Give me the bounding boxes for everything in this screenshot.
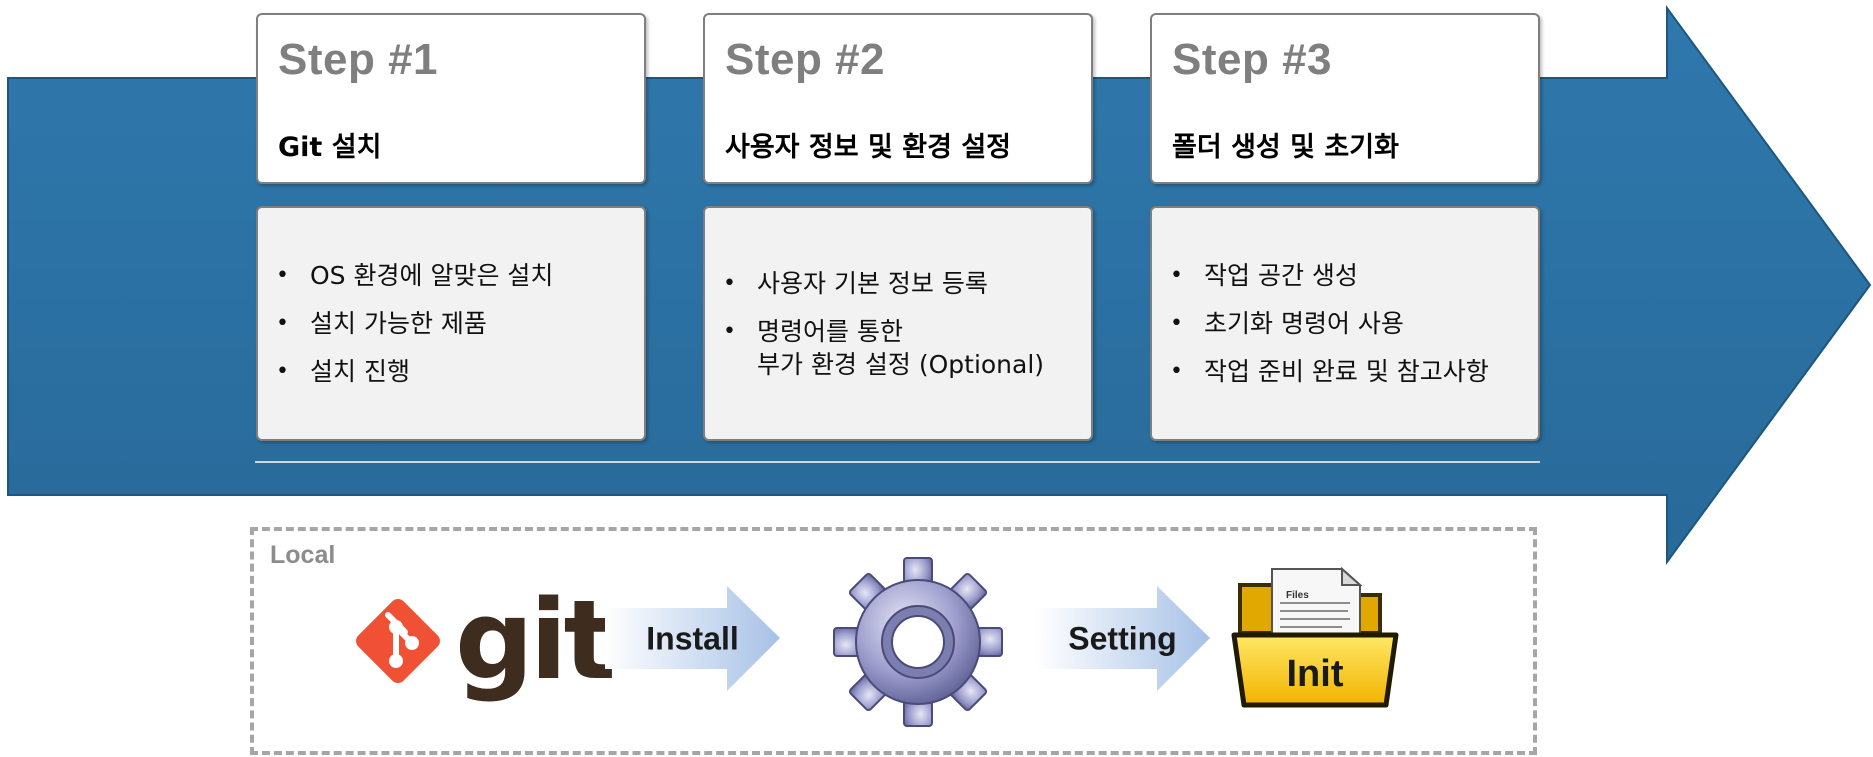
step-1-title: Step #1 <box>278 35 439 84</box>
step-1-detail-card: OS 환경에 알맞은 설치 설치 가능한 제품 설치 진행 <box>256 206 646 441</box>
step-3-detail-card: 작업 공간 생성 초기화 명령어 사용 작업 준비 완료 및 참고사항 <box>1150 206 1540 441</box>
git-logo-icon <box>356 599 440 683</box>
step-1-item: OS 환경에 알맞은 설치 <box>276 259 644 293</box>
step-1-subtitle: Git 설치 <box>278 132 382 163</box>
local-region-box <box>250 527 1537 755</box>
step-1-item: 설치 진행 <box>276 355 644 389</box>
git-logo-text: git <box>455 576 616 704</box>
step-2-title: Step #2 <box>725 35 886 84</box>
step-3-item: 초기화 명령어 사용 <box>1170 307 1538 341</box>
setting-arrow: Setting <box>1035 586 1210 691</box>
local-label: Local <box>270 541 336 569</box>
step-2-item: 사용자 기본 정보 등록 <box>723 267 1091 301</box>
gear-icon <box>833 557 1003 727</box>
setting-label: Setting <box>1068 620 1177 656</box>
banner-divider <box>255 461 1540 463</box>
init-label: Init <box>1286 653 1344 695</box>
install-arrow: Install <box>605 586 780 691</box>
step-2-item: 명령어를 통한 부가 환경 설정 (Optional) <box>723 315 1091 381</box>
step-3-title: Step #3 <box>1172 35 1333 84</box>
step-3-item: 작업 준비 완료 및 참고사항 <box>1170 355 1538 389</box>
folder-files-icon <box>1231 566 1399 708</box>
step-2-subtitle: 사용자 정보 및 환경 설정 <box>725 132 1011 163</box>
step-2-header-card: Step #2 사용자 정보 및 환경 설정 <box>703 13 1093 184</box>
step-1-header-card: Step #1 Git 설치 <box>256 13 646 184</box>
step-3-item: 작업 공간 생성 <box>1170 259 1538 293</box>
step-3-header-card: Step #3 폴더 생성 및 초기화 <box>1150 13 1540 184</box>
files-label: Files <box>1286 590 1309 601</box>
install-label: Install <box>646 620 739 656</box>
step-1-item: 설치 가능한 제품 <box>276 307 644 341</box>
step-2-detail-card: 사용자 기본 정보 등록 명령어를 통한 부가 환경 설정 (Optional) <box>703 206 1093 441</box>
step-3-subtitle: 폴더 생성 및 초기화 <box>1172 132 1399 163</box>
